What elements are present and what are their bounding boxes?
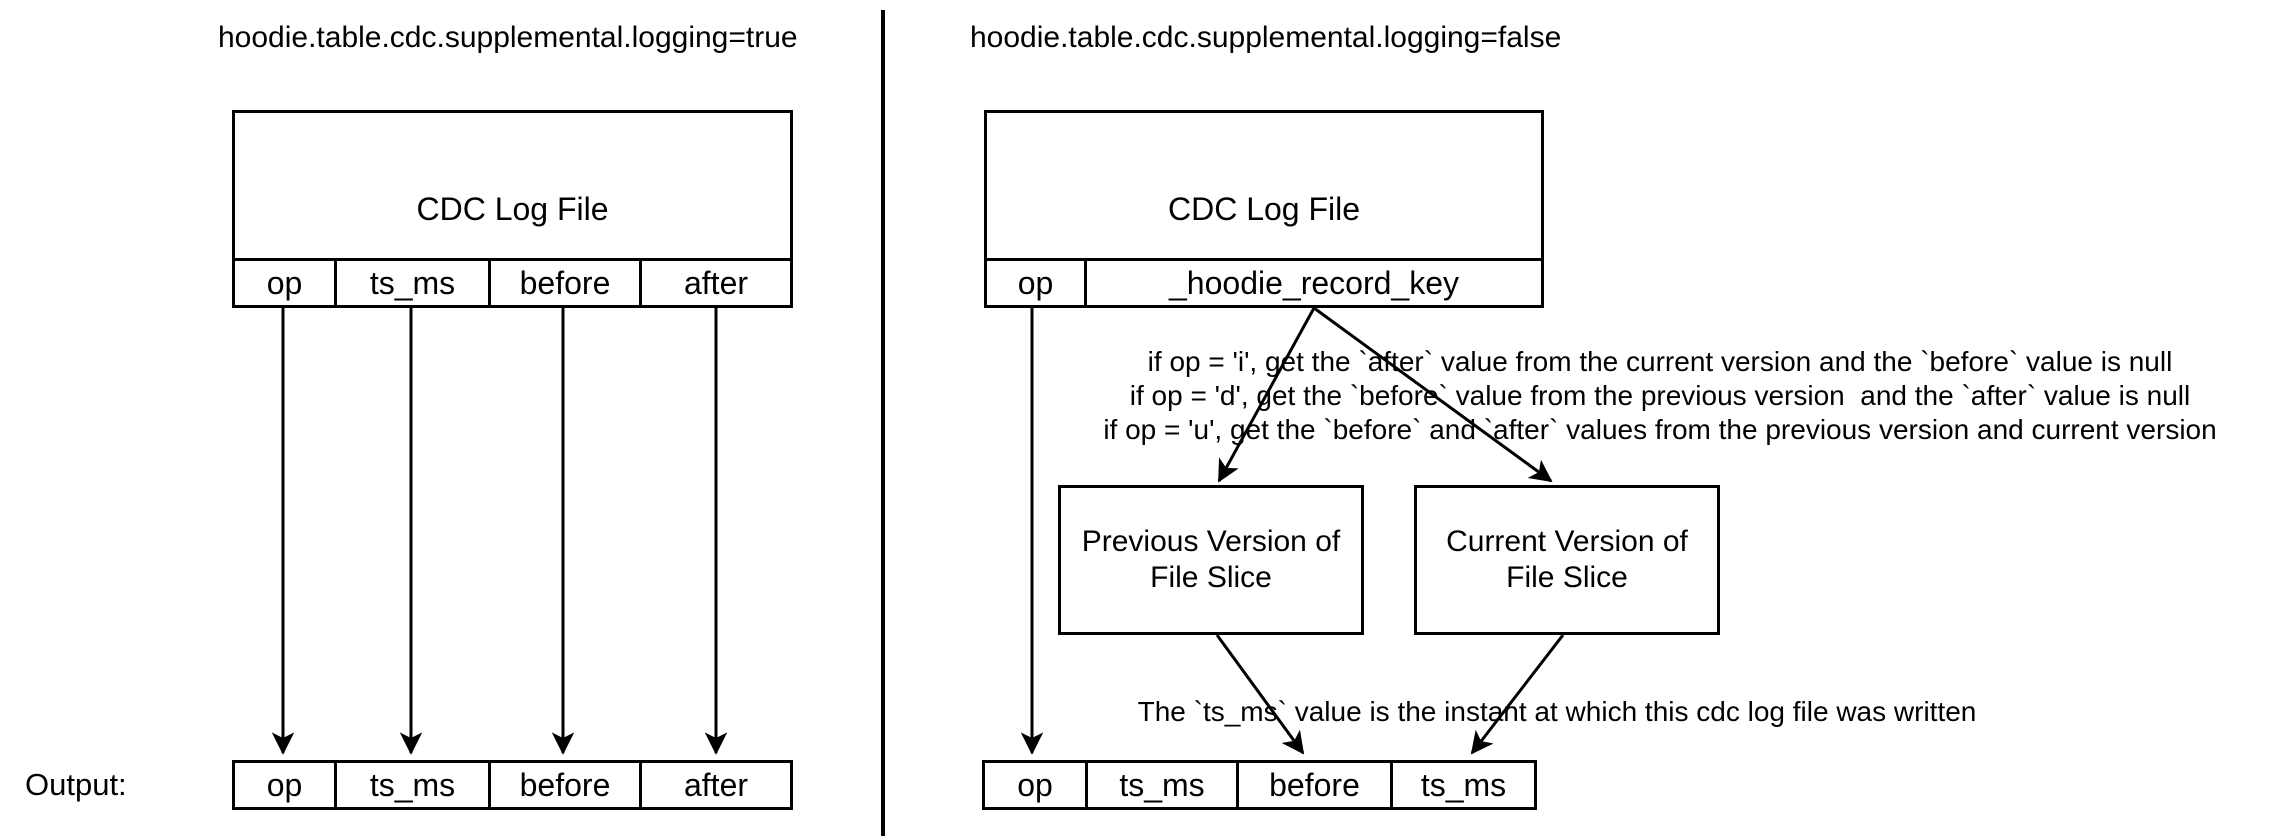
left-output-column-ts-ms: ts_ms [337, 763, 491, 807]
left-cdc-column-before: before [491, 261, 642, 305]
left-cdc-columns-row: op ts_ms before after [232, 258, 793, 308]
left-cdc-column-after: after [683, 264, 749, 301]
previous-version-file-slice-box: Previous Version of File Slice [1058, 485, 1364, 635]
right-output-column-op: op [985, 763, 1088, 807]
right-output-column-ts-ms: ts_ms [1088, 763, 1239, 807]
left-cdc-column-op: op [235, 261, 337, 305]
left-output-column-after: after [683, 766, 749, 803]
op-rule-update: if op = 'u', get the `before` and `after… [1103, 414, 2217, 445]
right-panel-title: hoodie.table.cdc.supplemental.logging=fa… [970, 21, 1562, 54]
previous-version-file-slice-label: Previous Version of File Slice [1081, 525, 1341, 594]
right-output-column-ts-ms-2: ts_ms [1420, 766, 1507, 803]
right-cdc-column-op: op [987, 261, 1087, 305]
ts-ms-note-text: The `ts_ms` value is the instant at whic… [1137, 696, 1977, 727]
right-cdc-column-hoodie-record-key: _hoodie_record_key [1169, 264, 1459, 301]
right-output-row: op ts_ms before ts_ms [982, 760, 1537, 810]
op-rule-insert: if op = 'i', get the `after` value from … [1147, 346, 2173, 377]
left-cdc-log-file-label: CDC Log File [416, 191, 609, 227]
right-cdc-columns-row: op _hoodie_record_key [984, 258, 1544, 308]
arrow-previous-version-to-before [1215, 634, 1305, 755]
output-label: Output: [25, 767, 127, 802]
right-output-column-before: before [1239, 763, 1393, 807]
left-cdc-column-ts-ms: ts_ms [337, 261, 491, 305]
left-output-row: op ts_ms before after [232, 760, 793, 810]
op-rules-text: if op = 'i', get the `after` value from … [1030, 345, 2278, 447]
panel-divider [881, 10, 885, 836]
left-panel-title: hoodie.table.cdc.supplemental.logging=tr… [218, 21, 798, 54]
right-cdc-log-file-label: CDC Log File [1167, 191, 1361, 227]
left-output-column-op: op [235, 763, 337, 807]
op-rule-delete: if op = 'd', get the `before` value from… [1129, 380, 2191, 411]
current-version-file-slice-box: Current Version of File Slice [1414, 485, 1720, 635]
arrow-current-version-to-output [1470, 634, 1565, 755]
current-version-file-slice-label: Current Version of File Slice [1446, 525, 1688, 594]
left-output-column-before: before [491, 763, 642, 807]
